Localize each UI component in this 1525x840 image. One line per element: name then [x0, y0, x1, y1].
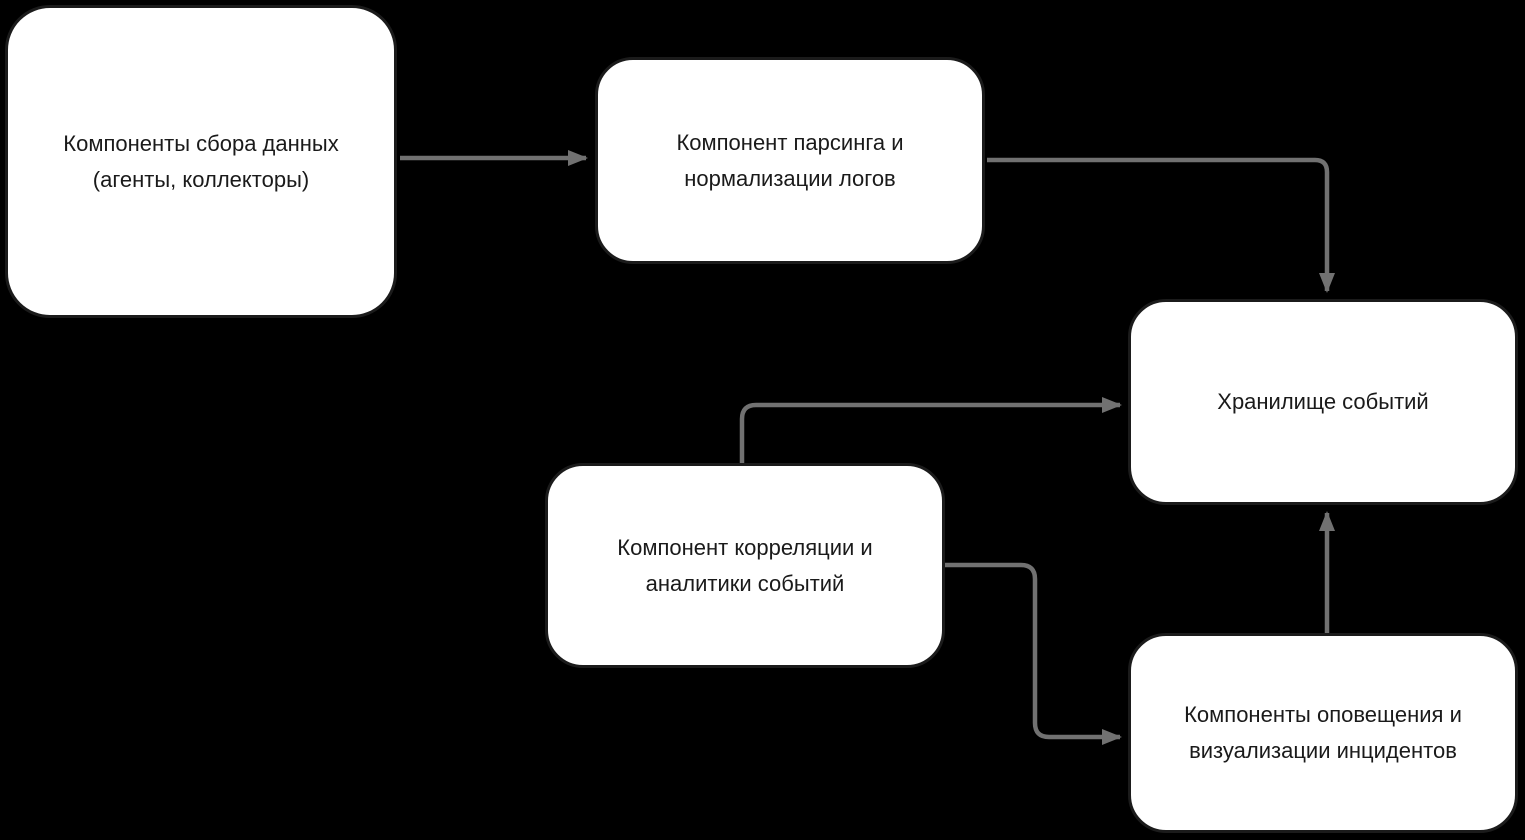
node-label-line: Компоненты оповещения и [1184, 702, 1462, 727]
edge-correlation-to-alert [945, 562, 1122, 745]
edge-correlation-to-storage [739, 397, 1122, 463]
node-label-line: нормализации логов [684, 165, 896, 191]
edge-parse-to-storage [987, 157, 1335, 293]
node-data-collection: Компоненты сбора данных (агенты, коллект… [5, 5, 397, 318]
node-label-line: (агенты, коллекторы) [92, 166, 310, 192]
node-alerting-visualization: Компоненты оповещения и визуализации инц… [1128, 633, 1518, 833]
node-label-line: Компоненты сбора данных [63, 130, 339, 156]
node-label-line: визуализации инцидентов [1189, 738, 1457, 763]
node-event-storage: Хранилище событий [1128, 299, 1518, 505]
node-parsing-normalization: Компонент парсинга и нормализации логов [595, 57, 985, 264]
node-label-line: Компонент парсинга и [676, 129, 904, 155]
node-label-line: Хранилище событий [1217, 389, 1429, 414]
node-label-line: Компонент корреляции и [617, 534, 873, 560]
node-label-line: аналитики событий [645, 570, 845, 596]
node-correlation-analytics: Компонент корреляции и аналитики событий [545, 463, 945, 668]
